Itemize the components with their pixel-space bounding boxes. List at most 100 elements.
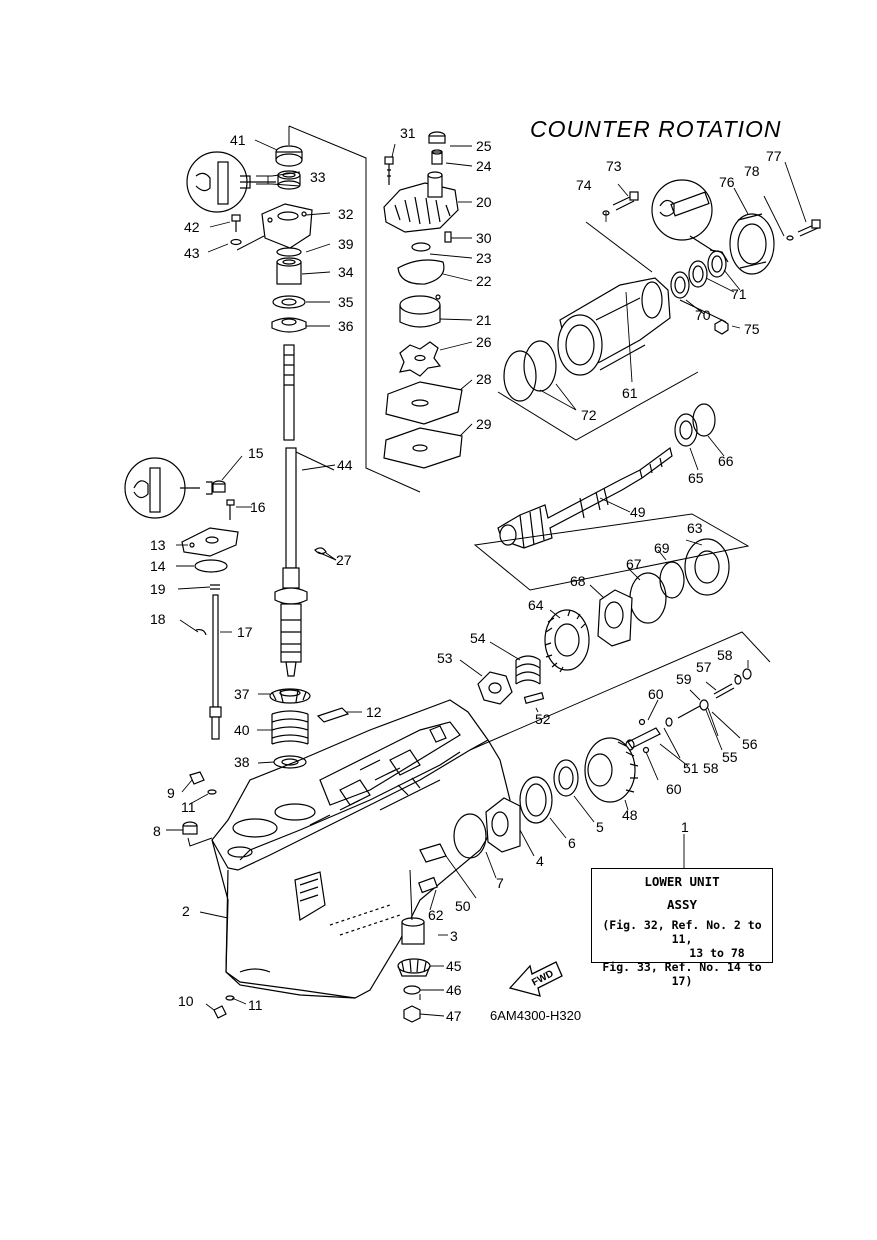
assy-box-title: LOWER UNIT [644, 874, 720, 889]
callout-40: 40 [234, 722, 250, 738]
callout-12: 12 [366, 704, 382, 720]
callout-61: 61 [622, 385, 638, 401]
bearing-housing-assembly [503, 191, 821, 402]
callout-1: 1 [681, 819, 689, 835]
callout-38: 38 [234, 754, 250, 770]
callout-64: 64 [528, 597, 544, 613]
callout-67: 67 [626, 556, 642, 572]
callout-32: 32 [338, 206, 354, 222]
callout-47: 47 [446, 1008, 462, 1024]
callout-45: 45 [446, 958, 462, 974]
callout-70: 70 [695, 307, 711, 323]
callout-48: 48 [622, 807, 638, 823]
lower-case-housing [211, 699, 511, 999]
callout-58a: 58 [717, 647, 733, 663]
callout-73: 73 [606, 158, 622, 174]
shift-rod-assembly [181, 480, 239, 740]
fwd-arrow: FWD [508, 961, 563, 997]
callout-23: 23 [476, 250, 492, 266]
callout-60b: 60 [666, 781, 682, 797]
callout-55: 55 [722, 749, 738, 765]
callout-5: 5 [596, 819, 604, 835]
callout-76: 76 [719, 174, 735, 190]
detail-inset-upper-left [186, 151, 276, 213]
callout-54: 54 [470, 630, 486, 646]
callout-75: 75 [744, 321, 760, 337]
callout-36: 36 [338, 318, 354, 334]
callout-74: 74 [576, 177, 592, 193]
callout-53: 53 [437, 650, 453, 666]
callout-3: 3 [450, 928, 458, 944]
drive-shaft-assembly [269, 344, 350, 769]
callout-52: 52 [535, 711, 551, 727]
callout-69: 69 [654, 540, 670, 556]
callout-71: 71 [731, 286, 747, 302]
callout-68: 68 [570, 573, 586, 589]
callout-41: 41 [230, 132, 246, 148]
callout-24: 24 [476, 158, 492, 174]
callout-16: 16 [250, 499, 266, 515]
callout-49: 49 [630, 504, 646, 520]
callout-22: 22 [476, 273, 492, 289]
assy-box-note: (Fig. 32, Ref. No. 2 to 11, 13 to 78 Fig… [592, 918, 772, 988]
callout-57: 57 [696, 659, 712, 675]
assy-box-note-2: 13 to 78 [689, 946, 745, 960]
callout-27: 27 [336, 552, 352, 568]
callout-72: 72 [581, 407, 597, 423]
callout-18: 18 [150, 611, 166, 627]
callout-30: 30 [476, 230, 492, 246]
callout-11a: 11 [181, 799, 196, 815]
callout-62: 62 [428, 907, 444, 923]
callout-59: 59 [676, 671, 692, 687]
upper-bearing-stack [230, 145, 313, 333]
callout-10: 10 [178, 993, 194, 1009]
callout-7: 7 [496, 875, 504, 891]
callout-78: 78 [744, 163, 760, 179]
diagram-code: 6AM4300-H320 [490, 1008, 582, 1023]
callout-19: 19 [150, 581, 166, 597]
assy-box-subtitle: ASSY [666, 897, 698, 912]
callout-11b: 11 [248, 997, 263, 1013]
callout-37: 37 [234, 686, 250, 702]
water-pump-stack [383, 131, 463, 469]
callout-56: 56 [742, 736, 758, 752]
small-fasteners-left [182, 771, 235, 1019]
callout-65: 65 [688, 470, 704, 486]
callout-77: 77 [766, 148, 782, 164]
callout-43: 43 [184, 245, 200, 261]
detail-inset-right [651, 179, 729, 263]
lower-unit-assy-box: LOWER UNIT ASSY (Fig. 32, Ref. No. 2 to … [591, 868, 773, 988]
callout-63: 63 [687, 520, 703, 536]
callout-31: 31 [400, 125, 416, 141]
callout-8: 8 [153, 823, 161, 839]
callout-66: 66 [718, 453, 734, 469]
callout-2: 2 [182, 903, 190, 919]
callout-60a: 60 [648, 686, 664, 702]
callout-25: 25 [476, 138, 492, 154]
leader-lines [187, 125, 771, 1000]
assy-box-note-1: (Fig. 32, Ref. No. 2 to 11, [602, 918, 762, 946]
callout-29: 29 [476, 416, 492, 432]
propeller-shaft-assembly [497, 403, 716, 549]
callout-15: 15 [248, 445, 264, 461]
callout-39: 39 [338, 236, 354, 252]
detail-inset-shift [124, 457, 213, 519]
callout-46: 46 [446, 982, 462, 998]
callout-35: 35 [338, 294, 354, 310]
callout-21: 21 [476, 312, 492, 328]
callout-34: 34 [338, 264, 354, 280]
assy-box-note-3: Fig. 33, Ref. No. 14 to 17) [602, 960, 762, 988]
callout-50: 50 [455, 898, 471, 914]
callout-6: 6 [568, 835, 576, 851]
callout-51: 51 [683, 760, 699, 776]
callout-58b: 58 [703, 760, 719, 776]
callout-44: 44 [337, 457, 353, 473]
callout-leaders [166, 139, 807, 1017]
callout-20: 20 [476, 194, 492, 210]
callout-4: 4 [536, 853, 544, 869]
callout-26: 26 [476, 334, 492, 350]
callout-numbers: 1 2 3 4 5 6 7 8 9 10 11 11 12 13 14 15 1… [150, 125, 782, 1024]
callout-42: 42 [184, 219, 200, 235]
callout-17: 17 [237, 624, 253, 640]
